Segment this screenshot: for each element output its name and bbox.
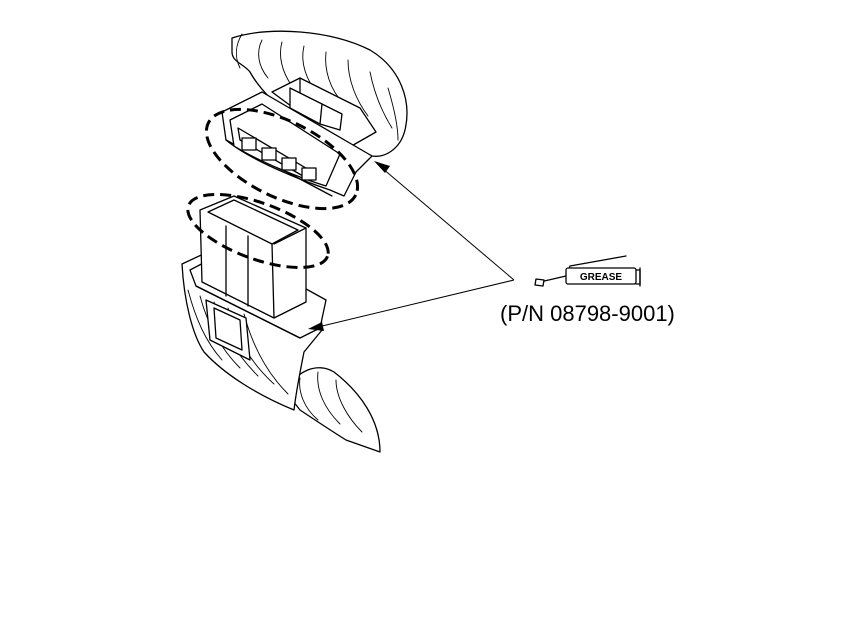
- lower-connector: [181, 195, 381, 453]
- leader-arrow-upper: [374, 161, 390, 173]
- leader-line-lower: [317, 279, 515, 328]
- grease-applicator-icon: [534, 255, 641, 287]
- grease-label: GREASE: [580, 272, 623, 283]
- leader-line-upper: [381, 167, 515, 281]
- upper-grease-area-outline: [204, 107, 360, 211]
- part-number-label: (P/N 08798-9001): [500, 301, 675, 326]
- leader-arrow-lower: [308, 322, 324, 331]
- upper-connector: [221, 30, 408, 197]
